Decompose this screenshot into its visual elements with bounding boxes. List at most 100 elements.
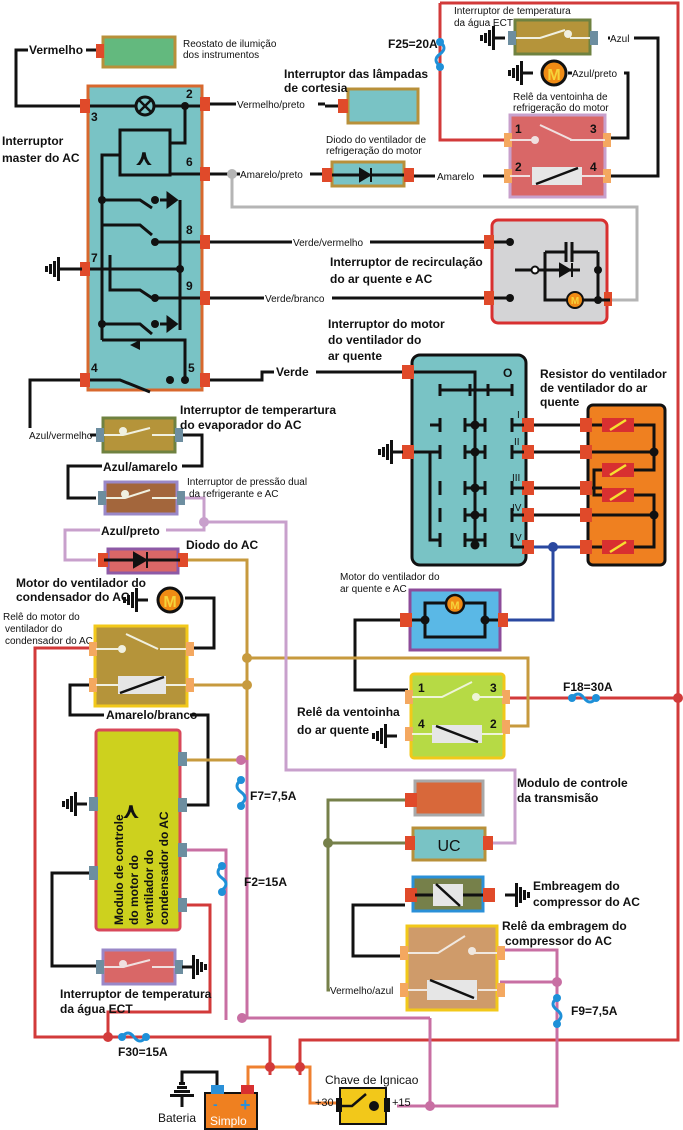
reostato-iluminacao: Reostato de ilumição dos instrumentos xyxy=(96,35,277,69)
ground-icon xyxy=(372,724,397,748)
svg-text:Interruptor de temperatura: Interruptor de temperatura xyxy=(454,6,571,17)
wire-label-azul: Azul xyxy=(610,34,629,45)
rele-embreagem-compressor: Relê da embragem do compressor do AC xyxy=(400,919,627,1012)
svg-text:compressor do AC: compressor do AC xyxy=(505,934,612,948)
svg-text:2: 2 xyxy=(515,160,522,174)
svg-text:2: 2 xyxy=(490,717,497,731)
svg-text:F30=15A: F30=15A xyxy=(118,1045,168,1059)
svg-text:Relê da ventoinha: Relê da ventoinha xyxy=(297,705,400,719)
wire-orange-battery xyxy=(246,1065,338,1105)
svg-text:3: 3 xyxy=(490,681,497,695)
wire-label-azul-amarelo: Azul/amarelo xyxy=(103,460,178,474)
svg-text:quente: quente xyxy=(540,395,580,409)
svg-text:5: 5 xyxy=(188,361,195,375)
wire-label-amarelo-branco: Amarelo/branco xyxy=(106,708,197,722)
svg-text:do evaporador do AC: do evaporador do AC xyxy=(180,418,302,432)
svg-text:I: I xyxy=(517,410,520,421)
svg-text:M: M xyxy=(450,600,459,612)
rele-ventoinha-ar-quente: 1 3 4 2 Relê da ventoinha do ar quente xyxy=(297,672,510,760)
svg-text:F7=7,5A: F7=7,5A xyxy=(250,789,297,803)
motor-ventilador-condensador: Motor do ventilador do condensador do AC… xyxy=(16,576,184,614)
svg-text:M: M xyxy=(571,296,579,307)
svg-text:F25=20A: F25=20A xyxy=(388,37,438,51)
bateria: - + Simplo Bateria xyxy=(158,1082,258,1130)
interruptor-temperatura-ect-superior: Interruptor de temperatura da água ECT xyxy=(454,6,598,56)
interruptor-pressao-dual: Interruptor de pressão dual da refrigera… xyxy=(98,477,307,516)
svg-text:Bateria: Bateria xyxy=(158,1111,196,1125)
wire-red-f25 xyxy=(438,3,510,142)
wire-red-module xyxy=(106,903,212,1037)
motor-ventoinha-motor: M xyxy=(508,59,568,87)
wire-label-verde-branco: Verde/branco xyxy=(265,294,325,305)
svg-text:III: III xyxy=(512,473,520,484)
interruptor-recirculacao: M Interruptor de recirculação do ar quen… xyxy=(330,218,612,325)
chave-ignicao: Chave de Ignicao +30 +15 xyxy=(315,1073,419,1125)
svg-text:de ventilador do ar: de ventilador do ar xyxy=(540,381,648,395)
wire-label-azul-preto-top: Azul/preto xyxy=(572,69,617,80)
wire-vermelho xyxy=(14,48,96,108)
svg-text:1: 1 xyxy=(418,681,425,695)
svg-text:master do AC: master do AC xyxy=(2,151,80,165)
svg-text:Interruptor de temperatura: Interruptor de temperatura xyxy=(60,987,212,1001)
svg-text:ventilador do: ventilador do xyxy=(142,850,156,925)
svg-text:4: 4 xyxy=(91,361,98,375)
wire-label-verde-vermelho: Verde/vermelho xyxy=(293,238,363,249)
svg-text:Interruptor de temperartura: Interruptor de temperartura xyxy=(180,403,336,417)
svg-text:6: 6 xyxy=(186,155,193,169)
svg-text:da refrigerante e AC: da refrigerante e AC xyxy=(189,489,279,500)
wire-label-azul-preto: Azul/preto xyxy=(101,524,160,538)
svg-text:8: 8 xyxy=(186,223,193,237)
interruptor-lampadas-cortesia: Interruptor das lâmpadas de cortesia xyxy=(284,67,428,125)
svg-text:do ventilador do: do ventilador do xyxy=(328,333,421,347)
interruptor-motor-ventilador: Interruptor do motor do ventilador do ar… xyxy=(328,317,534,567)
svg-text:4: 4 xyxy=(418,717,425,731)
svg-text:II: II xyxy=(514,437,520,448)
svg-text:3: 3 xyxy=(590,122,597,136)
svg-text:de cortesia: de cortesia xyxy=(284,81,348,95)
wire-grey xyxy=(230,174,639,302)
svg-text:F18=30A: F18=30A xyxy=(563,680,613,694)
motor-ventilador-ar-quente: Motor do ventilador do ar quente e AC M xyxy=(340,572,508,652)
fuse-f2: F2=15A xyxy=(216,862,287,896)
svg-text:+15: +15 xyxy=(392,1097,411,1109)
ground-icon xyxy=(182,955,207,979)
svg-text:da água ECT: da água ECT xyxy=(60,1002,133,1016)
svg-text:Diodo do AC: Diodo do AC xyxy=(186,538,259,552)
svg-text:⋏: ⋏ xyxy=(135,146,153,171)
svg-text:ventilador do: ventilador do xyxy=(5,624,63,635)
wire-lavender xyxy=(182,496,517,845)
svg-text:da transmisão: da transmisão xyxy=(517,791,598,805)
modulo-controle-condensador: ⋏ Modulo de controle do motor do ventila… xyxy=(62,728,187,932)
ground-icon xyxy=(480,26,505,50)
svg-text:9: 9 xyxy=(186,279,193,293)
wire-label-azul-vermelho: Azul/vermelho xyxy=(29,431,93,442)
svg-text:+: + xyxy=(240,1095,251,1115)
svg-text:compressor do AC: compressor do AC xyxy=(533,895,640,909)
rele-motor-condensador: Relê do motor do ventilador do condensad… xyxy=(3,612,194,708)
svg-text:Motor do ventilador do: Motor do ventilador do xyxy=(340,572,440,583)
ground-icon xyxy=(170,1082,194,1107)
svg-text:M: M xyxy=(163,594,176,611)
svg-text:Motor do ventilador do: Motor do ventilador do xyxy=(16,576,146,590)
svg-text:ar quente: ar quente xyxy=(328,349,382,363)
svg-text:refrigeração do motor: refrigeração do motor xyxy=(326,146,422,157)
ground-icon xyxy=(45,257,70,281)
modulo-controle-transmissao: UC Modulo de controle da transmisão xyxy=(405,776,628,862)
svg-text:Interruptor de pressão dual: Interruptor de pressão dual xyxy=(187,477,307,488)
svg-text:condensador do AC: condensador do AC xyxy=(16,590,130,604)
wire-red-main xyxy=(298,1,680,1075)
embreagem-compressor: Embreagem do compressor do AC xyxy=(405,875,640,913)
svg-text:Reostato de ilumição: Reostato de ilumição xyxy=(183,39,277,50)
svg-text:Chave de Ignicao: Chave de Ignicao xyxy=(325,1073,419,1087)
svg-text:Relê da embragem do: Relê da embragem do xyxy=(502,919,627,933)
svg-text:Modulo de controle: Modulo de controle xyxy=(517,776,628,790)
fuses: F25=20A F18=30A F7=7,5A F2=15A F9=7,5A F… xyxy=(118,37,618,1059)
junction-dots xyxy=(103,169,683,1111)
svg-text:Relê do motor do: Relê do motor do xyxy=(3,612,80,623)
fuse-f30: F30=15A xyxy=(118,1031,168,1059)
interruptor-temperatura-evaporador: Interruptor de temperartura do evaporado… xyxy=(96,403,336,454)
svg-text:3: 3 xyxy=(91,110,98,124)
svg-text:dos instrumentos: dos instrumentos xyxy=(183,50,259,61)
svg-text:4: 4 xyxy=(590,160,597,174)
